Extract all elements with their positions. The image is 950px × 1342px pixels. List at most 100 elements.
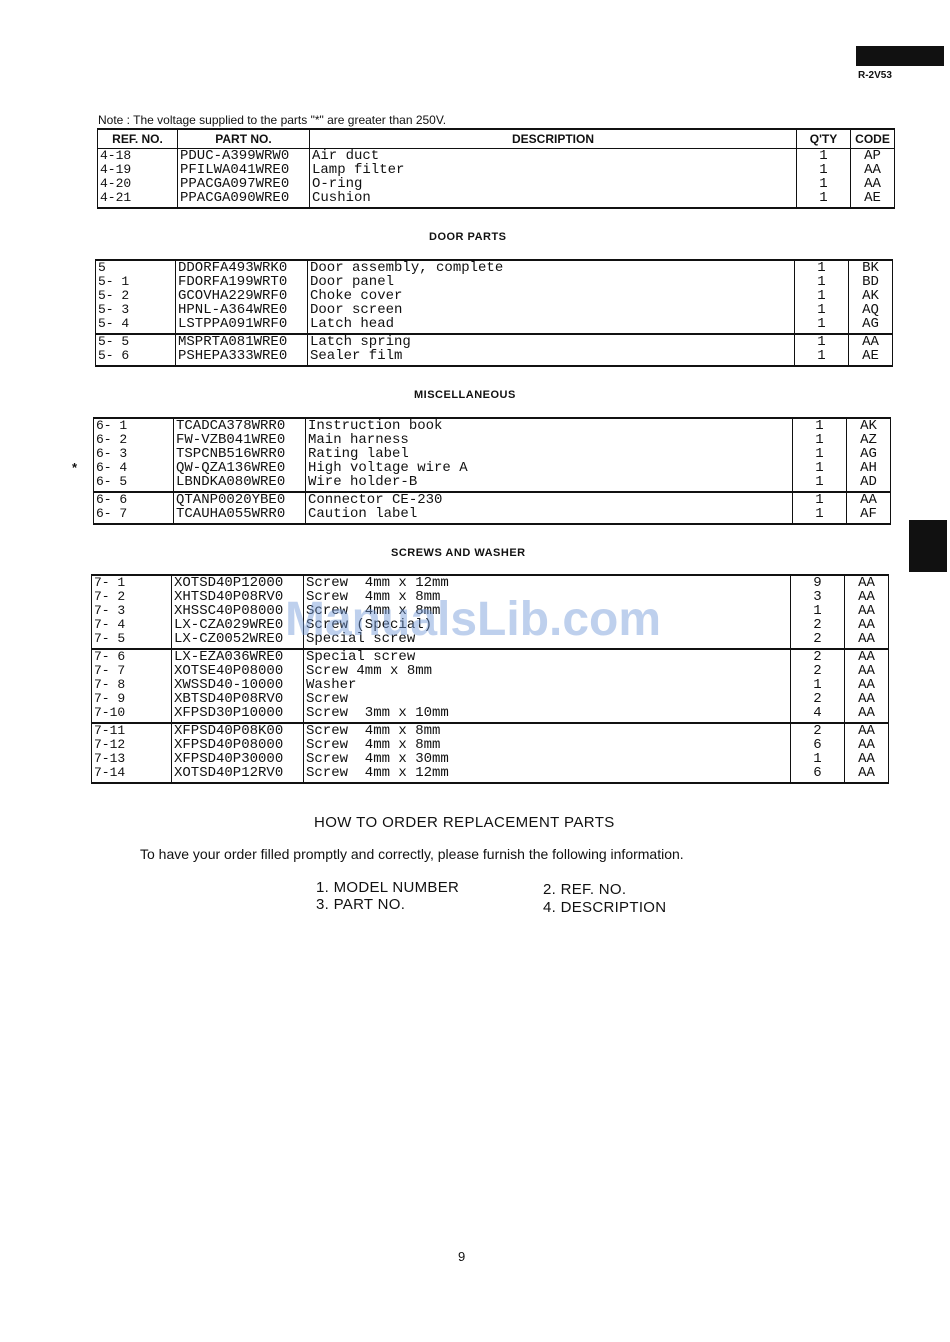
quantity-text: 1 <box>817 302 826 318</box>
ref-no-text: 7- 7 <box>94 663 126 678</box>
price-code-text: AG <box>862 316 879 332</box>
how-to-title: HOW TO ORDER REPLACEMENT PARTS <box>314 814 615 831</box>
ref-no-text: 6- 2 <box>96 432 128 447</box>
description-text: Washer <box>306 677 357 693</box>
section-title-misc: MISCELLANEOUS <box>414 389 516 401</box>
part-no-text: QW-QZA136WRE0 <box>176 460 286 476</box>
ref-no-text: 7-10 <box>94 705 126 720</box>
info-item-4: 4. DESCRIPTION <box>543 899 667 916</box>
part-no-text: HPNL-A364WRE0 <box>178 302 288 318</box>
quantity-text: 1 <box>819 162 828 178</box>
quantity-text: 1 <box>819 148 828 164</box>
quantity-text: 2 <box>813 691 822 707</box>
ref-no-text: 7- 8 <box>94 677 126 692</box>
ref-no-text: 7- 6 <box>94 649 126 664</box>
ref-no-text: 7-12 <box>94 737 126 752</box>
price-code-text: AK <box>860 418 877 434</box>
price-code-text: AA <box>858 649 875 665</box>
ref-no-text: 6- 5 <box>96 474 128 489</box>
ref-no-text: 7- 5 <box>94 631 126 646</box>
info-item-1: 1. MODEL NUMBER <box>316 879 460 896</box>
description-text: Air duct <box>312 148 380 164</box>
parts-table-main: REF. NO. PART NO. DESCRIPTION Q'TY CODE … <box>97 128 895 209</box>
quantity-text: 1 <box>815 474 824 490</box>
description-text: Screw 3mm x 10mm <box>306 705 449 721</box>
price-code-text: AH <box>860 460 877 476</box>
part-no-text: PPACGA090WRE0 <box>180 190 290 206</box>
quantity-text: 1 <box>815 418 824 434</box>
description-text: Screw 4mm x 12mm <box>306 765 449 781</box>
quantity-text: 6 <box>813 765 822 781</box>
price-code-text: AA <box>858 575 875 591</box>
ref-no-text: 7- 3 <box>94 603 126 618</box>
price-code-text: AQ <box>862 302 879 318</box>
quantity-text: 1 <box>815 460 824 476</box>
description-text: Screw 4mm x 8mm <box>306 603 441 619</box>
price-code-text: AA <box>858 677 875 693</box>
ref-no-text: 4-21 <box>100 190 132 205</box>
description-text: Choke cover <box>310 288 403 304</box>
high-voltage-asterisk: * <box>72 460 78 475</box>
price-code-text: AA <box>858 603 875 619</box>
price-code-text: AA <box>858 631 875 647</box>
description-text: Door screen <box>310 302 403 318</box>
ref-no-text: 6- 4 <box>96 460 128 475</box>
ref-no-text: 7-11 <box>94 723 126 738</box>
part-no-text: XOTSD40P12RV0 <box>174 765 284 781</box>
description-text: Cushion <box>312 190 371 206</box>
col-part: PART NO. <box>177 128 310 149</box>
description-text: Caution label <box>308 506 418 522</box>
description-text: Screw 4mm x 8mm <box>306 663 433 679</box>
price-code-text: BD <box>862 274 879 290</box>
price-code-text: AA <box>858 663 875 679</box>
price-code-text: AP <box>864 148 881 164</box>
part-no-text: PFILWA041WRE0 <box>180 162 290 178</box>
ref-no-text: 5- 2 <box>98 288 130 303</box>
quantity-text: 2 <box>813 649 822 665</box>
price-code-text: AA <box>858 589 875 605</box>
part-no-text: XWSSD40-10000 <box>174 677 284 693</box>
quantity-text: 1 <box>813 603 822 619</box>
description-text: Door panel <box>310 274 395 290</box>
part-no-text: LSTPPA091WRF0 <box>178 316 288 332</box>
price-code-text: AA <box>858 737 875 753</box>
quantity-text: 1 <box>813 751 822 767</box>
ref-no-text: 7- 9 <box>94 691 126 706</box>
ref-no-text: 7- 2 <box>94 589 126 604</box>
price-code-text: AA <box>860 492 877 508</box>
ref-no-text: 5 <box>98 260 106 275</box>
part-no-text: XHTSD40P08RV0 <box>174 589 284 605</box>
price-code-text: AA <box>858 691 875 707</box>
price-code-text: AZ <box>860 432 877 448</box>
ref-no-text: 4-20 <box>100 176 132 191</box>
quantity-text: 1 <box>815 506 824 522</box>
ref-no-text: 6- 6 <box>96 492 128 507</box>
description-text: Latch spring <box>310 334 411 350</box>
price-code-text: AA <box>858 723 875 739</box>
ref-no-text: 7-14 <box>94 765 126 780</box>
description-text: Screw <box>306 691 349 707</box>
part-no-text: FW-VZB041WRE0 <box>176 432 286 448</box>
price-code-text: BK <box>862 260 879 276</box>
watermark: ManualsLib.com <box>285 593 662 646</box>
